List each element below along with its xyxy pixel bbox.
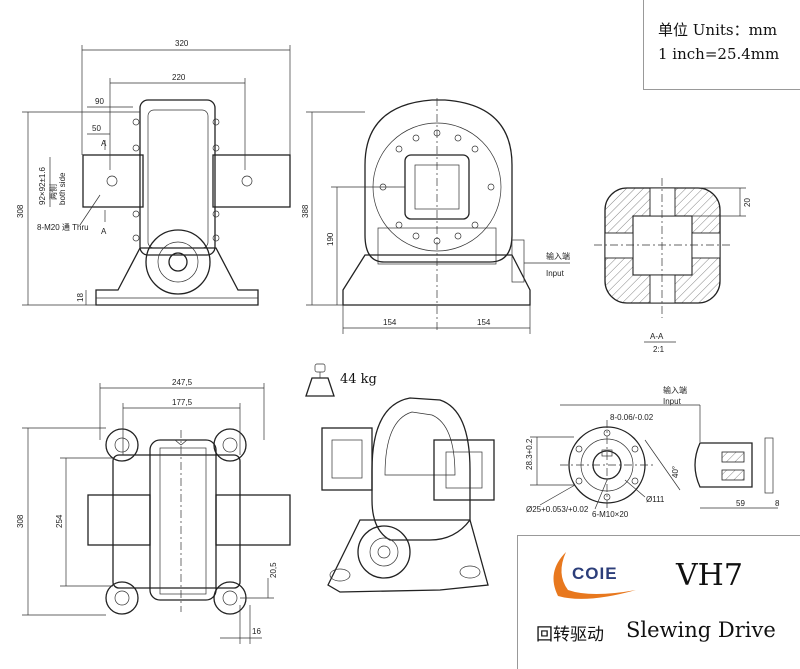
- section-view: 20 A-A 2:1: [594, 178, 752, 354]
- section-a-bottom: A: [101, 227, 107, 236]
- dim-18: 18: [76, 293, 85, 302]
- dim-90: 90: [95, 97, 104, 106]
- input-en-detail: Input: [663, 397, 682, 406]
- dim-square: 92×92±1.6: [38, 166, 47, 205]
- input-en-side: Input: [546, 269, 565, 278]
- dim-190: 190: [326, 232, 335, 246]
- dim-320: 320: [175, 39, 189, 48]
- section-a-top: A: [101, 139, 107, 148]
- units-line-2: 1 inch=25.4mm: [658, 45, 780, 63]
- coie-logo: [553, 552, 636, 599]
- dim-20: 20: [743, 198, 752, 207]
- section-scale: 2:1: [653, 345, 665, 354]
- units-line-1: 单位 Units：mm: [658, 21, 778, 39]
- dim-59: 59: [736, 499, 745, 508]
- model-name: VH7: [676, 558, 743, 593]
- dim-177: 177,5: [172, 398, 193, 407]
- brand-box: COIE VH7 回转驱动 Slewing Drive: [517, 535, 800, 669]
- dim-220: 220: [172, 73, 186, 82]
- dim-bolts: 6-M10×20: [592, 510, 629, 519]
- dim-247: 247,5: [172, 378, 193, 387]
- input-detail-view: 输入端 Input 8-0.06/-0.02 28.3+0.2 40° Ø111…: [525, 385, 780, 519]
- front-view: 320 220 90 50 308 92×92±1.6 两侧 both side…: [16, 39, 291, 306]
- dim-308-top: 308: [16, 514, 25, 528]
- weight-label: 44 kg: [340, 372, 377, 387]
- bolt-note: 8-M20 通 Thru: [37, 222, 89, 232]
- top-view: 247,5 177,5 308 254 20,5 16: [16, 378, 291, 644]
- section-label: A-A: [650, 332, 664, 341]
- weight-icon: [305, 363, 335, 397]
- note-en: both side: [58, 172, 67, 205]
- dim-key: 8-0.06/-0.02: [610, 413, 654, 422]
- product-name-en: Slewing Drive: [626, 618, 776, 642]
- dim-28-3: 28.3+0.2: [525, 438, 534, 470]
- dim-154-right: 154: [477, 318, 491, 327]
- dim-111: Ø111: [646, 495, 665, 504]
- dim-40-deg: 40°: [671, 466, 680, 478]
- dim-25: Ø25+0.053/+0.02: [526, 505, 589, 514]
- side-view: 388 190 154 154 输入端 Input: [301, 98, 570, 334]
- input-cn-side: 输入端: [546, 251, 570, 261]
- units-box: 单位 Units：mm 1 inch=25.4mm: [643, 0, 800, 90]
- dim-8: 8: [775, 499, 780, 508]
- isometric-view: [321, 397, 495, 593]
- dim-16: 16: [252, 627, 261, 636]
- input-cn-detail: 输入端: [663, 385, 687, 395]
- note-cn: 两侧: [48, 184, 58, 200]
- dim-254: 254: [55, 514, 64, 528]
- dim-50: 50: [92, 124, 101, 133]
- dim-308-front: 308: [16, 204, 25, 218]
- product-name-cn: 回转驱动: [536, 625, 604, 645]
- dim-20-5: 20,5: [269, 562, 278, 578]
- dim-388: 388: [301, 204, 310, 218]
- dim-154-left: 154: [383, 318, 397, 327]
- brand-logo-text: COIE: [572, 564, 618, 583]
